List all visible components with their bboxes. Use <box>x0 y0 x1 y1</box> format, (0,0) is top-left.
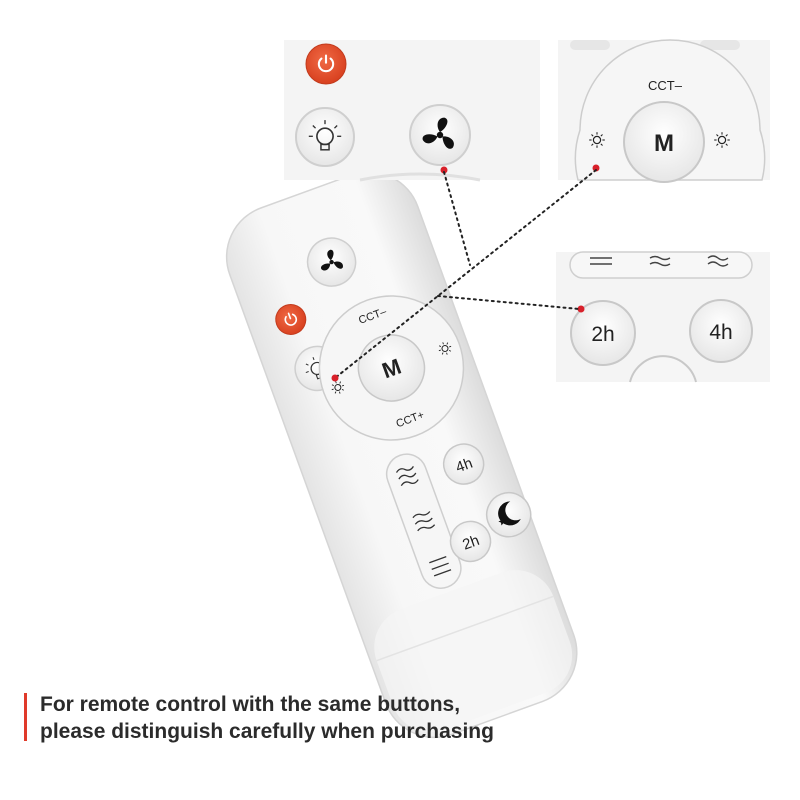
wind-high-icon[interactable] <box>395 465 419 488</box>
wind-low-icon[interactable] <box>590 257 612 265</box>
inset-mode-button[interactable]: M <box>623 101 705 183</box>
callout-dot <box>577 305 585 313</box>
inset-timer-4h-button[interactable]: 4h <box>689 299 753 363</box>
caption-accent-bar <box>24 693 27 741</box>
inset-timer-2h-button[interactable]: 2h <box>570 300 636 366</box>
cct-minus-label[interactable]: CCT– <box>648 78 683 93</box>
sleep-button[interactable] <box>480 487 536 543</box>
inset-power-light-fan <box>284 40 540 182</box>
callout-lines <box>334 169 597 379</box>
wind-low-icon[interactable] <box>429 555 452 577</box>
timer-4h-label: 4h <box>709 321 732 344</box>
timer-4h-button[interactable]: 4h <box>438 438 489 489</box>
control-ring: CCT– CCT+ M <box>318 295 465 441</box>
timer-2h-label: 2h <box>460 532 481 554</box>
fan-button[interactable] <box>301 231 363 293</box>
inset-mode-ring: CCT– M <box>558 39 770 183</box>
callout-dot <box>331 374 339 382</box>
remote-control: CCT– CCT+ M 4h <box>225 171 578 739</box>
inset-power-button[interactable] <box>305 43 347 85</box>
mode-label: M <box>654 130 674 157</box>
mode-button[interactable]: M <box>349 326 434 411</box>
wind-medium-icon[interactable] <box>649 255 671 267</box>
inset-light-button[interactable] <box>295 107 355 167</box>
timer-2h-button[interactable]: 2h <box>445 516 496 567</box>
wind-medium-icon[interactable] <box>412 510 436 532</box>
moon-star-icon <box>498 501 521 526</box>
inset-fan-button[interactable] <box>409 104 471 166</box>
wind-speed-group <box>385 453 462 589</box>
timer-4h-label: 4h <box>453 455 474 477</box>
timer-2h-label: 2h <box>591 323 614 346</box>
caption-line-2: please distinguish carefully when purcha… <box>40 720 494 743</box>
caption-line-1: For remote control with the same buttons… <box>40 693 461 716</box>
callout-dot <box>592 164 600 172</box>
inset-timers: 2h 4h <box>556 251 770 383</box>
caption: For remote control with the same buttons… <box>40 691 780 745</box>
callout-dot <box>440 166 448 174</box>
wind-high-icon[interactable] <box>707 255 729 267</box>
power-button[interactable] <box>272 300 310 338</box>
